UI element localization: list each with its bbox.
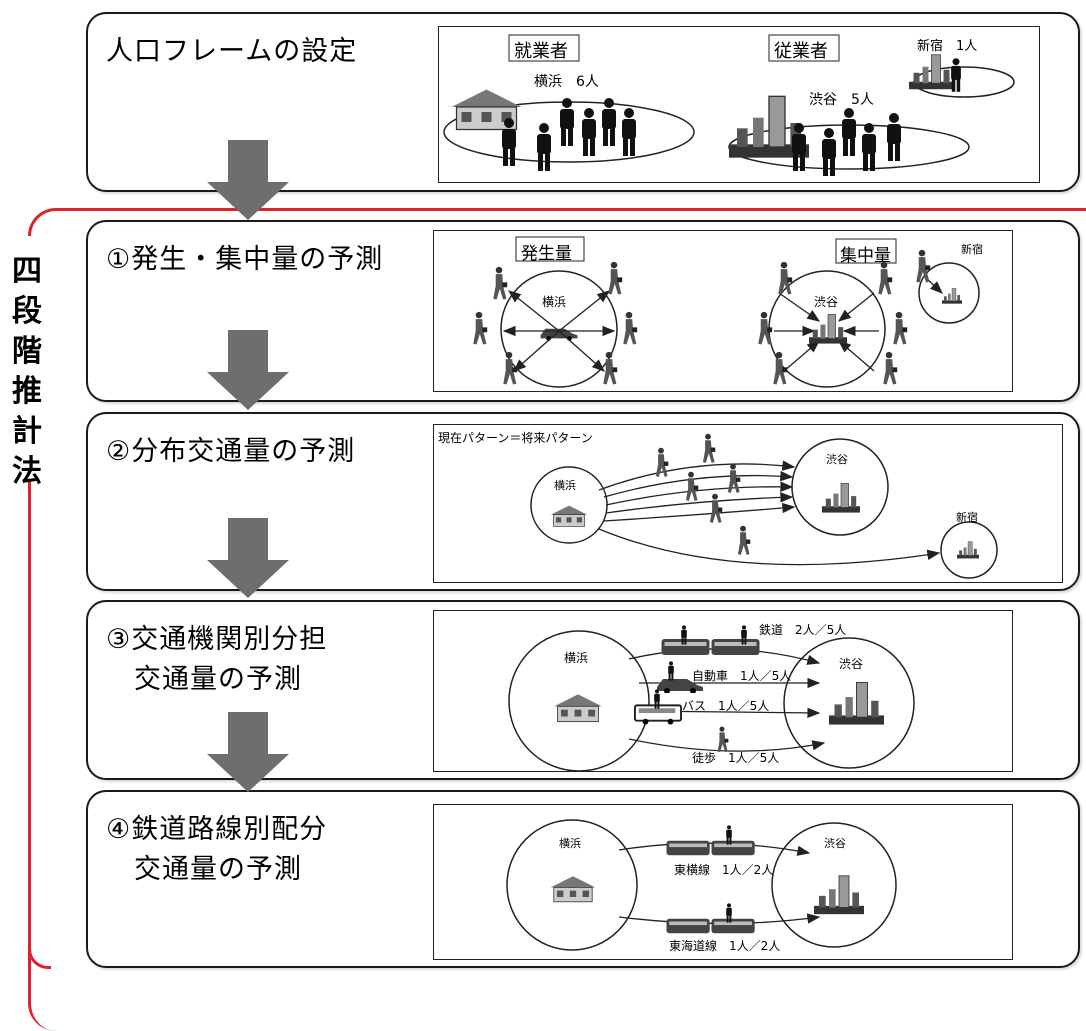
- step-title: 人口フレームの設定: [106, 36, 358, 67]
- side-char: 推: [12, 374, 42, 409]
- label-walk-share: 徒歩 1人／5人: [692, 751, 780, 765]
- label-shibuya: 渋谷: [824, 837, 846, 850]
- four-step-bracket-left: [28, 480, 51, 969]
- panel-route-assignment: ④鉄道路線別配分 交通量の予測 横浜 渋谷 東横線 1人／2人 東海道線 1人／…: [86, 790, 1080, 968]
- side-char: 法: [12, 454, 42, 489]
- panel-generation-attraction: ①発生・集中量の予測: [86, 220, 1080, 402]
- label-workers: 就業者: [514, 41, 568, 62]
- step-title: ③交通機関別分担 交通量の予測: [106, 624, 328, 695]
- panel-distribution: ②分布交通量の予測 現在パターン＝将来パターン 横浜: [86, 412, 1080, 591]
- label-attraction: 集中量: [840, 246, 891, 266]
- label-yokohama: 横浜: [554, 479, 576, 492]
- side-char: 四: [12, 254, 42, 289]
- label-yokohama: 横浜: [542, 295, 567, 309]
- illustration-route-assignment: 横浜 渋谷 東横線 1人／2人 東海道線 1人／2人: [433, 804, 1013, 960]
- down-arrow: [207, 330, 289, 410]
- label-employees: 従業者: [774, 41, 828, 62]
- label-yokohama: 横浜 6人: [534, 74, 599, 90]
- label-generation: 発生量: [521, 244, 572, 264]
- label-shibuya: 渋谷: [839, 657, 864, 671]
- label-shinjuku: 新宿: [961, 243, 983, 256]
- side-char: 階: [12, 334, 42, 369]
- down-arrow: [207, 140, 289, 220]
- illustration-generation: 発生量 集中量 横浜 渋谷 新宿: [433, 230, 1013, 392]
- label-shibuya: 渋谷: [826, 453, 848, 466]
- label-pattern: 現在パターン＝将来パターン: [438, 431, 593, 445]
- label-shinjuku: 新宿 1人: [917, 39, 978, 54]
- illustration-population: 就業者 従業者 横浜 6人 渋谷 5人 新宿 1人: [438, 26, 1040, 183]
- side-char: 計: [12, 414, 42, 449]
- step-title: ②分布交通量の予測: [106, 436, 356, 467]
- label-shibuya: 渋谷 5人: [809, 92, 874, 108]
- illustration-distribution: 現在パターン＝将来パターン 横浜 渋谷 新宿: [433, 424, 1063, 583]
- label-shibuya: 渋谷: [814, 295, 839, 309]
- side-char: 段: [12, 294, 42, 329]
- bracket-gap: [18, 236, 48, 486]
- label-tokaido-line: 東海道線 1人／2人: [669, 939, 781, 953]
- label-shinjuku: 新宿: [956, 511, 978, 524]
- label-toyoko-line: 東横線 1人／2人: [674, 863, 774, 877]
- label-bus-share: バス 1人／5人: [682, 699, 770, 713]
- label-car-share: 自動車 1人／5人: [692, 669, 792, 683]
- step-title: ①発生・集中量の予測: [106, 244, 384, 275]
- down-arrow: [207, 518, 289, 598]
- label-rail-share: 鉄道 2人／5人: [759, 623, 847, 637]
- step-title: ④鉄道路線別配分 交通量の予測: [106, 814, 328, 885]
- label-yokohama: 横浜: [559, 837, 581, 850]
- label-yokohama: 横浜: [564, 651, 589, 665]
- four-step-method-label: 四 段 階 推 計 法: [6, 252, 48, 492]
- down-arrow: [207, 712, 289, 792]
- illustration-modal-split: 横浜 渋谷 鉄道 2人／5人 自動車 1人／5人 バス 1人／5人 徒歩 1人／…: [433, 610, 1013, 772]
